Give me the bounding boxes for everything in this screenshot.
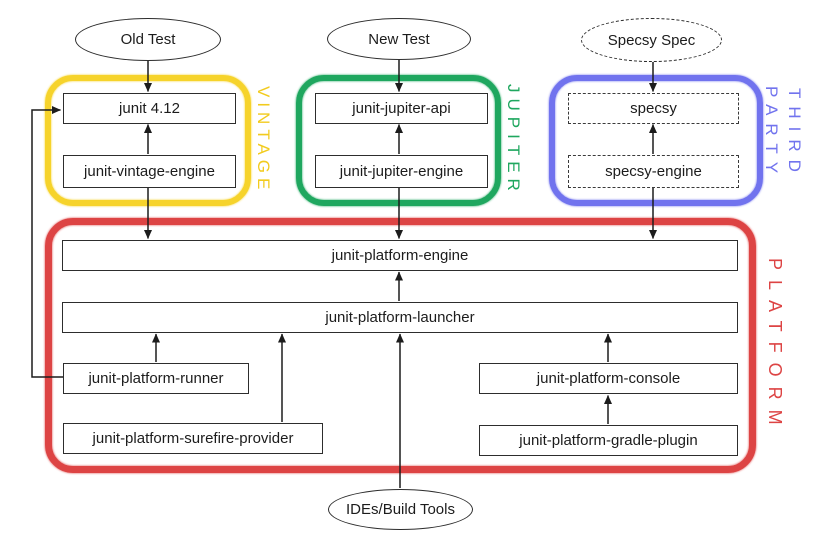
node-junit-platform-launcher: junit-platform-launcher xyxy=(62,302,738,333)
node-specsy-engine: specsy-engine xyxy=(568,155,739,188)
node-junit-platform-console: junit-platform-console xyxy=(479,363,738,394)
node-specsy: specsy xyxy=(568,93,739,124)
old-test-ellipse: Old Test xyxy=(75,18,221,61)
node-junit-4-12: junit 4.12 xyxy=(63,93,236,124)
node-junit-platform-engine: junit-platform-engine xyxy=(62,240,738,271)
platform-group-label: PLATFORM xyxy=(765,257,785,435)
node-junit-platform-gradle-plugin: junit-platform-gradle-plugin xyxy=(479,425,738,456)
node-junit-vintage-engine: junit-vintage-engine xyxy=(63,155,236,188)
jupiter-group-label: JUPITER xyxy=(504,83,523,197)
old-test-label: Old Test xyxy=(120,31,176,48)
new-test-label: New Test xyxy=(368,30,430,48)
ides-build-tools-ellipse: IDEs/Build Tools xyxy=(328,489,473,530)
node-junit-jupiter-api: junit-jupiter-api xyxy=(315,93,488,124)
specsy-spec-ellipse: Specsy Spec xyxy=(581,18,722,62)
third-party-group-label: THIRD PARTY xyxy=(762,86,804,182)
vintage-group-label: VINTAGE xyxy=(254,85,273,195)
specsy-spec-label: Specsy Spec xyxy=(607,31,696,49)
third-party-group-frame xyxy=(549,75,763,206)
new-test-ellipse: New Test xyxy=(327,18,471,60)
ides-build-tools-label: IDEs/Build Tools xyxy=(346,501,455,518)
node-junit-platform-surefire-provider: junit-platform-surefire-provider xyxy=(63,423,323,454)
node-junit-jupiter-engine: junit-jupiter-engine xyxy=(315,155,488,188)
node-junit-platform-runner: junit-platform-runner xyxy=(63,363,249,394)
